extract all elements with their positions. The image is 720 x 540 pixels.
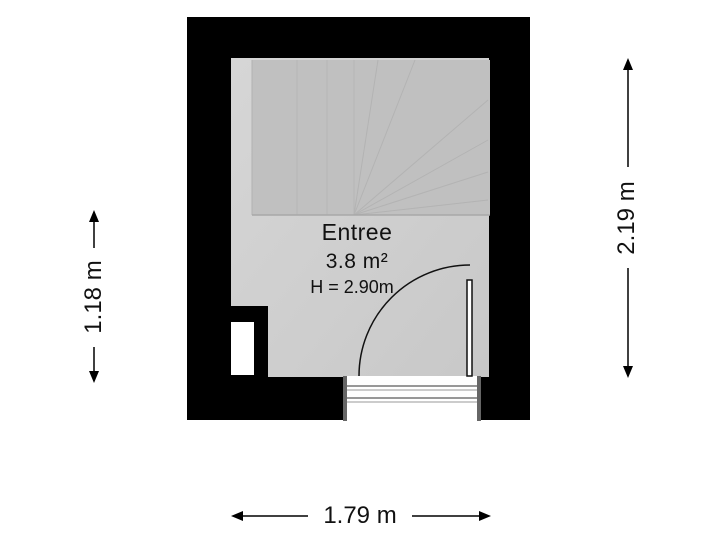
dimension-right-arrow <box>623 58 633 378</box>
dimension-right-label: 2.19 m <box>613 181 640 255</box>
dimension-width-arrow <box>231 511 491 521</box>
dimension-left-label: 1.18 m <box>80 260 107 334</box>
door-swing <box>358 264 473 377</box>
wall-niche <box>231 322 254 375</box>
door-threshold <box>343 376 481 421</box>
dimension-left-arrow <box>89 210 99 383</box>
room-name: Entree <box>321 219 393 245</box>
staircase <box>251 59 490 216</box>
room-height: H = 2.90m <box>310 277 394 297</box>
dimension-width-label: 1.79 m <box>323 502 397 529</box>
room-area: 3.8 m² <box>325 250 389 273</box>
